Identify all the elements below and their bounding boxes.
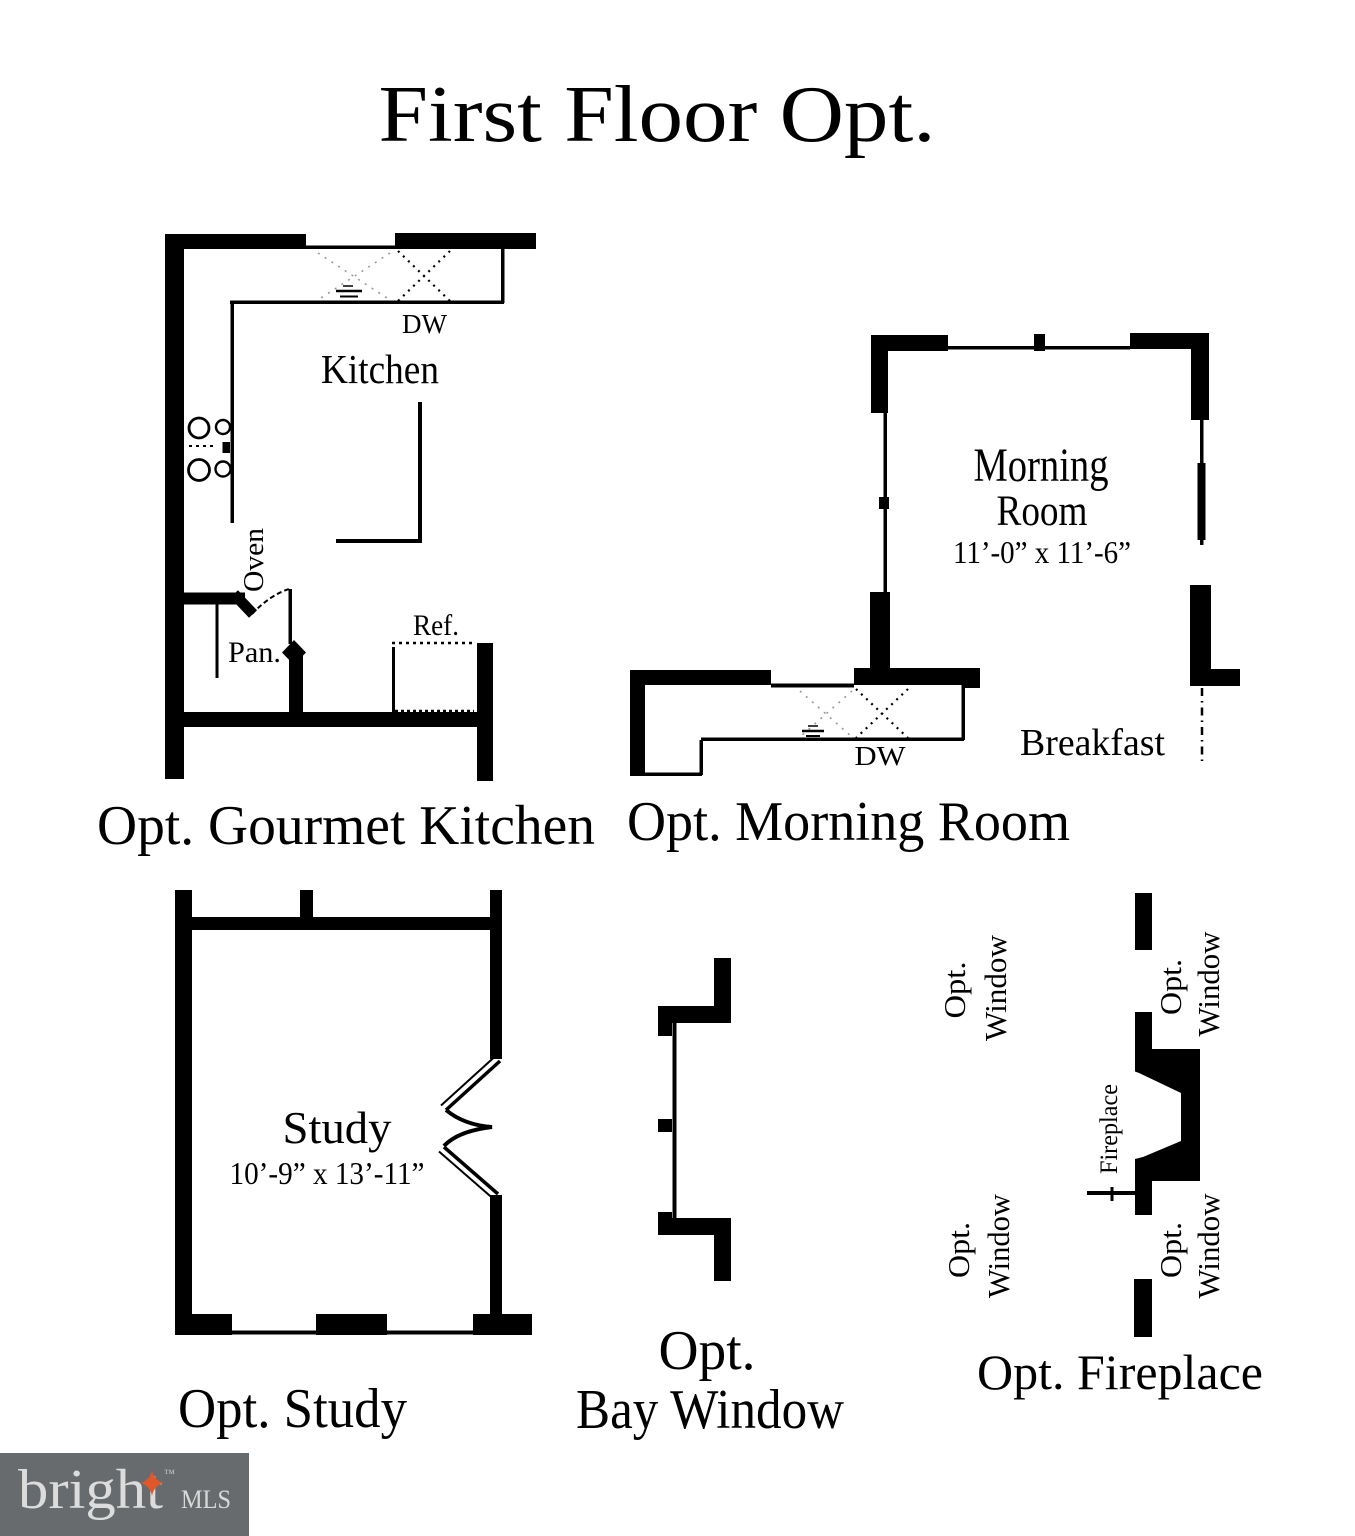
svg-text:Breakfast: Breakfast [1020,722,1165,764]
svg-text:Morning: Morning [974,439,1109,492]
svg-text:Oven: Oven [239,528,270,592]
svg-text:Ref.: Ref. [413,609,459,642]
svg-text:Window: Window [981,1193,1016,1298]
svg-text:bright: bright [18,1459,163,1521]
svg-text:Fireplace: Fireplace [1096,1084,1123,1174]
svg-text:Opt. Study: Opt. Study [178,1378,407,1440]
svg-text:Opt. Morning Room: Opt. Morning Room [627,791,1070,853]
svg-text:Window: Window [1191,931,1226,1037]
svg-text:Study: Study [283,1102,392,1153]
svg-text:First Floor Opt.: First Floor Opt. [379,71,936,159]
svg-text:™: ™ [164,1468,175,1480]
svg-text:Bay Window: Bay Window [576,1379,845,1441]
svg-text:10’-9” x 13’-11”: 10’-9” x 13’-11” [230,1155,425,1191]
svg-text:Opt. Gourmet Kitchen: Opt. Gourmet Kitchen [97,795,595,857]
svg-text:Room: Room [997,488,1088,535]
svg-text:Kitchen: Kitchen [321,346,439,392]
svg-text:Window: Window [978,934,1013,1041]
svg-text:DW: DW [402,309,448,339]
svg-text:MLS: MLS [181,1485,231,1514]
svg-text:11’-0” x 11’-6”: 11’-0” x 11’-6” [953,534,1131,570]
svg-text:Opt.: Opt. [1153,1222,1188,1278]
svg-text:Pan.: Pan. [228,636,281,669]
svg-text:Opt.: Opt. [1153,959,1188,1015]
svg-text:DW: DW [855,741,907,771]
svg-text:Opt.: Opt. [659,1320,756,1382]
svg-text:Window: Window [1191,1193,1226,1299]
svg-text:Opt.: Opt. [937,962,972,1019]
svg-text:Opt. Fireplace: Opt. Fireplace [977,1344,1263,1400]
svg-text:Opt.: Opt. [941,1222,976,1278]
